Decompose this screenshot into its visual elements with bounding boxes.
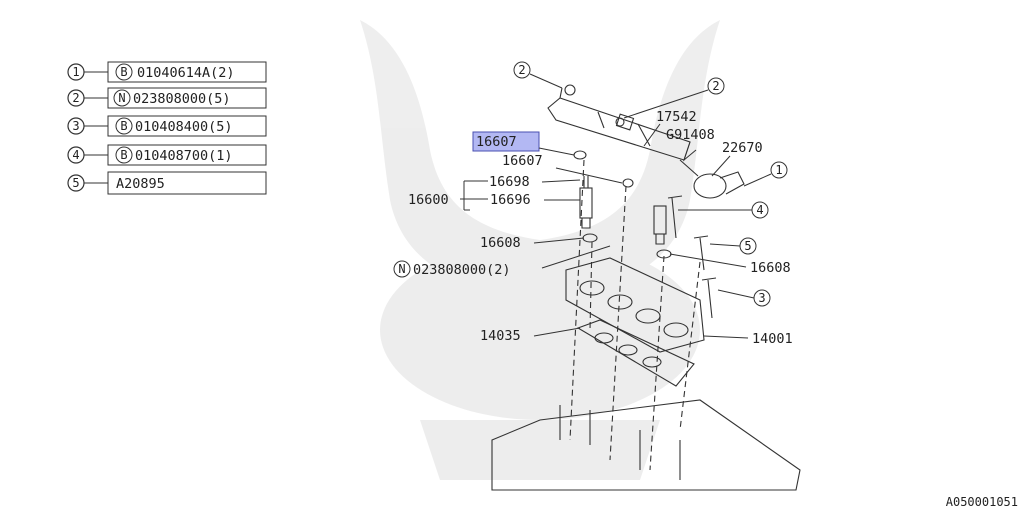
legend-table: 1 B 01040614A(2) 2 N 023808000(5) 3 B 01… bbox=[67, 61, 267, 195]
cylinder-head bbox=[491, 399, 801, 491]
fuel-injector bbox=[653, 205, 667, 245]
callout-label: 5 bbox=[744, 239, 751, 253]
legend-number: 3 bbox=[72, 119, 79, 133]
legend-code: 010408400(5) bbox=[135, 119, 233, 135]
callout-17542[interactable]: 17542 bbox=[643, 109, 697, 147]
callout-ref-2[interactable]: 2 bbox=[513, 61, 563, 89]
callout-label: 16607 bbox=[502, 153, 543, 169]
callout-16696[interactable]: 16696 bbox=[490, 192, 580, 208]
callout-16608[interactable]: 16608 bbox=[669, 253, 791, 276]
callouts: 2 2 17542 G91408 22670 1 16607 bbox=[393, 61, 793, 347]
bolt bbox=[693, 235, 709, 271]
legend-number: 4 bbox=[72, 148, 79, 162]
callout-label: 023808000(2) bbox=[413, 262, 511, 278]
callout-ref-3[interactable]: 3 bbox=[717, 289, 771, 307]
callout-label: 16607 bbox=[476, 134, 517, 150]
bolt bbox=[667, 195, 683, 239]
legend-row: 1 B 01040614A(2) bbox=[67, 61, 267, 83]
watermark-logo bbox=[360, 20, 720, 480]
callout-label: 1 bbox=[775, 163, 782, 177]
callout-label: 14001 bbox=[752, 331, 793, 347]
legend-row: 2 N 023808000(5) bbox=[67, 87, 267, 109]
callout-label: 16698 bbox=[489, 174, 530, 190]
callout-14001[interactable]: 14001 bbox=[703, 331, 793, 347]
callout-ref-4[interactable]: 4 bbox=[678, 201, 769, 219]
callout-ref-1[interactable]: 1 bbox=[743, 161, 788, 187]
pressure-regulator bbox=[679, 159, 745, 199]
callout-label: 3 bbox=[758, 291, 765, 305]
callout-label: 22670 bbox=[722, 140, 763, 156]
callout-label: 16608 bbox=[480, 235, 521, 251]
callout-label: 14035 bbox=[480, 328, 521, 344]
callout-023808000[interactable]: N 023808000(2) bbox=[393, 245, 611, 278]
callout-16607-highlighted[interactable]: 16607 bbox=[472, 131, 575, 156]
callout-label: G91408 bbox=[666, 127, 715, 143]
legend-row: 4 B 010408700(1) bbox=[67, 144, 267, 166]
legend-code: 010408700(1) bbox=[135, 148, 233, 164]
callout-label: 2 bbox=[712, 79, 719, 93]
callout-ref-5[interactable]: 5 bbox=[709, 237, 757, 255]
callout-label: N bbox=[398, 262, 405, 276]
bolt bbox=[701, 277, 717, 319]
callout-label: 2 bbox=[518, 63, 525, 77]
fuel-injector bbox=[579, 176, 593, 229]
callout-g91408[interactable]: G91408 bbox=[666, 127, 715, 162]
legend-code: 023808000(5) bbox=[133, 91, 231, 107]
manifold-gasket bbox=[576, 319, 695, 387]
legend-code: A20895 bbox=[116, 176, 165, 192]
parts-drawing bbox=[491, 84, 801, 491]
callout-16608[interactable]: 16608 bbox=[480, 235, 585, 251]
legend-code: 01040614A(2) bbox=[137, 65, 235, 81]
callout-14035[interactable]: 14035 bbox=[480, 327, 581, 344]
callout-label: 4 bbox=[756, 203, 763, 217]
legend-number: 5 bbox=[72, 176, 79, 190]
diagram-id: A050001051 bbox=[946, 495, 1018, 509]
legend-prefix: B bbox=[120, 148, 127, 162]
callout-label: 16608 bbox=[750, 260, 791, 276]
callout-16698[interactable]: 16698 bbox=[464, 174, 581, 190]
callout-22670[interactable]: 22670 bbox=[711, 140, 763, 177]
callout-label: 16600 bbox=[408, 192, 449, 208]
legend-row: 5 A20895 bbox=[67, 171, 267, 195]
callout-label: 16696 bbox=[490, 192, 531, 208]
legend-number: 2 bbox=[72, 91, 79, 105]
callout-label: 17542 bbox=[656, 109, 697, 125]
callout-16607[interactable]: 16607 bbox=[502, 153, 623, 184]
legend-prefix: B bbox=[120, 65, 127, 79]
legend-prefix: B bbox=[120, 119, 127, 133]
callout-ref-2[interactable]: 2 bbox=[623, 77, 725, 119]
legend-number: 1 bbox=[72, 65, 79, 79]
callout-16600[interactable]: 16600 bbox=[408, 181, 488, 211]
legend-row: 3 B 010408400(5) bbox=[67, 115, 267, 137]
legend-prefix: N bbox=[118, 91, 125, 105]
